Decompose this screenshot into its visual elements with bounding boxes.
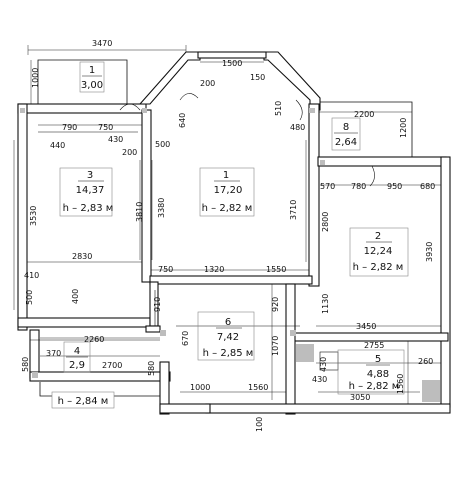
room-height: h – 2,82 м <box>353 262 404 273</box>
room-area: 17,20 <box>214 185 243 196</box>
dim-label: 430 <box>319 357 328 372</box>
dim-label: 1560 <box>248 383 268 392</box>
room-area: 7,42 <box>217 332 239 343</box>
dim-label: 1500 <box>222 59 242 68</box>
room-height: h – 2,82 м <box>202 203 253 214</box>
room-area: 3,00 <box>81 80 103 91</box>
dim-label: 430 <box>312 375 327 384</box>
room-label-2: 2 12,24 h – 2,82 м <box>349 227 409 277</box>
dim-label: 260 <box>418 357 433 366</box>
dim-label: 1000 <box>31 68 40 88</box>
dim-label: 3710 <box>289 200 298 220</box>
room-label-3: 3 14,37 h – 2,83 м <box>59 167 114 217</box>
room-label-4: 4 2,9 <box>63 341 91 373</box>
dim-label: 1130 <box>321 294 330 314</box>
dim-label: 920 <box>271 297 280 312</box>
dim-label: 2260 <box>84 335 104 344</box>
dim-label: 670 <box>181 331 190 346</box>
dim-label: 570 <box>320 182 335 191</box>
dim-label: 510 <box>274 101 283 116</box>
room-area: 2,9 <box>69 360 85 371</box>
dim-label: 410 <box>24 271 39 280</box>
dim-label: 1560 <box>396 374 405 394</box>
dim-label: 1200 <box>399 118 408 138</box>
dim-label: 200 <box>200 79 215 88</box>
dim-label: 3380 <box>157 198 166 218</box>
room-label-7: 1 3,00 <box>79 61 105 93</box>
dim-label: 400 <box>71 289 80 304</box>
dim-label: 2800 <box>321 212 330 232</box>
dim-label: 430 <box>108 135 123 144</box>
dim-label: 1550 <box>266 265 286 274</box>
dim-label: 1320 <box>204 265 224 274</box>
dim-label: 580 <box>21 357 30 372</box>
dim-label: 580 <box>147 361 156 376</box>
dim-label: 3470 <box>92 39 112 48</box>
dim-label: 1000 <box>190 383 210 392</box>
room-height: h – 2,83 м <box>63 203 114 214</box>
dim-label: 2200 <box>354 110 374 119</box>
room-area: 2,64 <box>335 137 357 148</box>
dim-label: 950 <box>387 182 402 191</box>
dim-label: 780 <box>351 182 366 191</box>
structural-columns <box>20 108 440 402</box>
room-height-4: h – 2,84 м <box>51 391 115 409</box>
room-height: h – 2,85 м <box>203 348 254 359</box>
balcony-4 <box>39 382 160 397</box>
dim-label: 2700 <box>102 361 122 370</box>
dim-label: 750 <box>158 265 173 274</box>
room-number: 2 <box>375 231 381 242</box>
dim-label: 500 <box>155 140 170 149</box>
room-number: 1 <box>89 65 95 76</box>
dim-label: 370 <box>46 349 61 358</box>
dim-label: 200 <box>122 148 137 157</box>
room-label-1: 1 17,20 h – 2,82 м <box>199 167 255 217</box>
room-area: 12,24 <box>364 246 393 257</box>
room-area: 14,37 <box>76 185 105 196</box>
room-number: 6 <box>225 317 231 328</box>
walls <box>17 51 451 415</box>
dim-label: 1070 <box>271 336 280 356</box>
room-height: h – 2,84 м <box>58 396 109 407</box>
room-number: 4 <box>74 346 80 357</box>
dim-label: 2755 <box>364 341 384 350</box>
balcony-7 <box>37 59 128 106</box>
room-height: h – 2,82 м <box>349 381 400 392</box>
dim-label: 150 <box>250 73 265 82</box>
dim-label: 790 <box>62 123 77 132</box>
dim-label: 3530 <box>29 206 38 226</box>
dim-label: 100 <box>255 417 264 432</box>
dim-label: 680 <box>420 182 435 191</box>
dim-label: 500 <box>25 290 34 305</box>
room-label-5: 5 4,88 h – 2,82 м <box>337 349 405 395</box>
dim-label: 2830 <box>72 252 92 261</box>
dimension-labels: 3470 1000 1500 150 200 640 790 750 430 4… <box>21 39 435 432</box>
dim-label: 3450 <box>356 322 376 331</box>
dim-label: 750 <box>98 123 113 132</box>
room-number: 8 <box>343 122 349 133</box>
room-number: 1 <box>223 170 229 181</box>
dim-label: 3050 <box>350 393 370 402</box>
room-label-8: 8 2,64 <box>331 117 361 151</box>
dim-label: 3810 <box>135 202 144 222</box>
dim-label: 910 <box>153 297 162 312</box>
dim-label: 3930 <box>425 242 434 262</box>
room-number: 3 <box>87 170 93 181</box>
dim-label: 640 <box>178 113 187 128</box>
dim-label: 480 <box>290 123 305 132</box>
room-area: 4,88 <box>367 369 389 380</box>
dim-label: 440 <box>50 141 65 150</box>
room-label-6: 6 7,42 h – 2,85 м <box>197 311 255 361</box>
room-number: 5 <box>375 354 381 365</box>
interior-details <box>30 93 375 371</box>
